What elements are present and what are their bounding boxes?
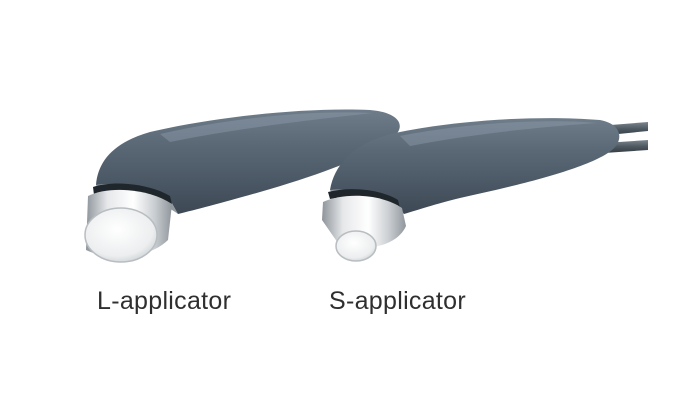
s-applicator-label: S-applicator <box>329 287 466 315</box>
l-applicator-device <box>84 109 400 263</box>
s-applicator-handle <box>330 118 620 214</box>
l-applicator-face <box>84 207 158 263</box>
s-applicator-face <box>335 230 377 262</box>
l-applicator-handle <box>96 109 400 214</box>
l-applicator-label: L-applicator <box>97 287 232 315</box>
s-applicator-device <box>322 118 620 262</box>
